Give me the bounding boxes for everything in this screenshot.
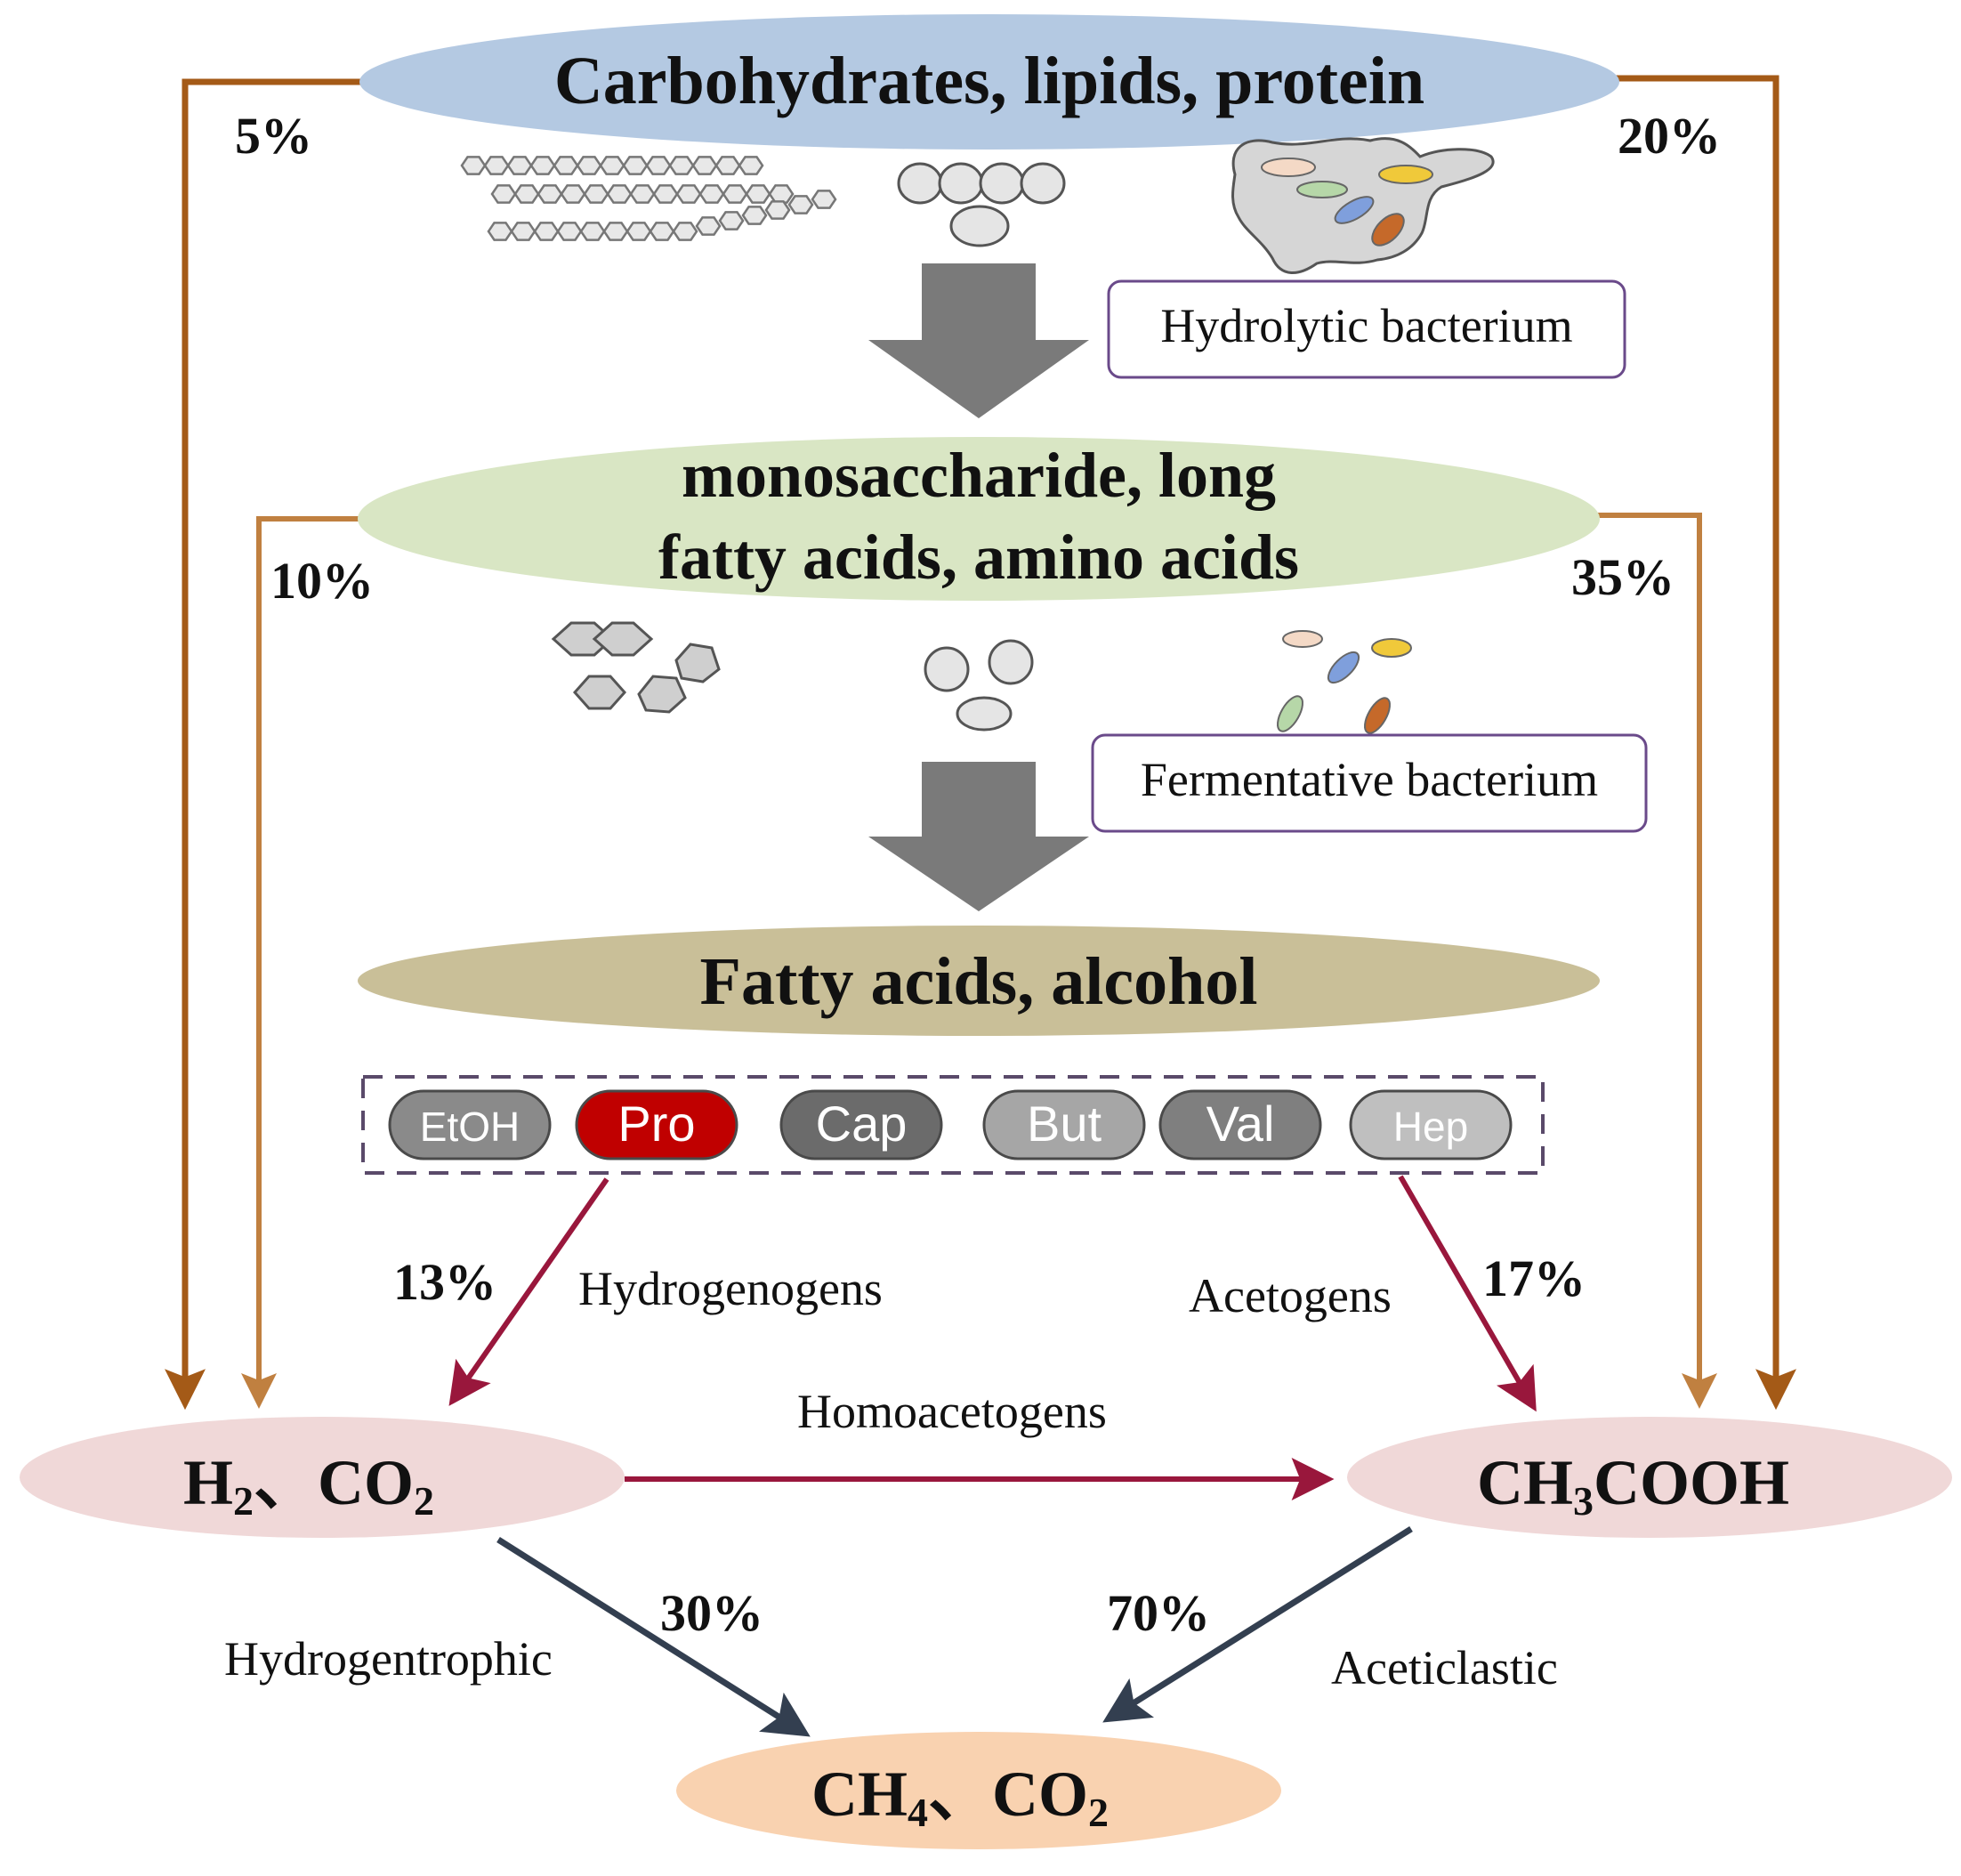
pct-70: 70% (1107, 1584, 1210, 1642)
inner-left-arrow-10pct (241, 516, 365, 1409)
pct-35: 35% (1571, 548, 1675, 606)
methane-co2-subscript: 2 (1088, 1790, 1109, 1835)
acid-pill-hep: Hep (1349, 1089, 1513, 1160)
ch4-symbol: CH (811, 1759, 908, 1830)
acid-pill-label: Val (1206, 1096, 1275, 1152)
fatty-acid-icon (924, 639, 1034, 732)
acid-pill-val: Val (1158, 1089, 1322, 1160)
pct-10: 10% (270, 552, 374, 610)
hydrogenogens-label: Hydrogenogens (578, 1262, 883, 1315)
h2-subscript: 2 (233, 1478, 254, 1524)
pct-17: 17% (1482, 1249, 1586, 1307)
acid-pill-label: EtOH (420, 1104, 520, 1150)
hydrolytic-bacterium-box: Hydrolytic bacterium (1107, 279, 1626, 379)
middle-stage-ellipse (358, 437, 1600, 601)
monosaccharide-icon (551, 621, 721, 714)
methane-ellipse (676, 1732, 1281, 1849)
cooh-symbol: COOH (1594, 1447, 1789, 1518)
lower-stage-ellipse (358, 926, 1600, 1036)
ch4-subscript: 4 (908, 1790, 928, 1835)
fermentative-bacterium-label: Fermentative bacterium (1141, 753, 1598, 806)
aceticlastic-arrow (1102, 1526, 1413, 1723)
lower-stage-label: Fatty acids, alcohol (700, 944, 1258, 1019)
hydrogentrophic-arrow (496, 1537, 811, 1737)
middle-stage-label-line1: monosaccharide, long (682, 440, 1276, 511)
acid-pill-cap: Cap (779, 1089, 943, 1160)
inner-right-arrow-35pct (1597, 513, 1717, 1409)
pct-20: 20% (1618, 107, 1721, 165)
methane-label: CH4、CO2 (811, 1759, 1109, 1835)
outer-left-arrow-5pct (165, 78, 365, 1411)
methane-co2-symbol: 、CO (928, 1759, 1088, 1830)
acetic-acid-label: CH3COOH (1477, 1447, 1789, 1524)
h2-co2-ellipse (20, 1417, 625, 1538)
protein-cell-icon (1231, 137, 1495, 274)
ch-symbol: CH (1477, 1447, 1573, 1518)
acid-pill-label: Cap (816, 1096, 908, 1152)
amino-acid-icon (1277, 630, 1412, 734)
outer-right-arrow-20pct (1615, 75, 1796, 1411)
middle-stage-label-line2: fatty acids, amino acids (658, 522, 1299, 593)
acid-pill-label: But (1027, 1096, 1102, 1152)
hydrogenogen-arrow (448, 1177, 609, 1406)
acid-group-dashed-box (361, 1075, 1545, 1175)
hydrolytic-bacterium-label: Hydrolytic bacterium (1160, 299, 1572, 352)
fermentation-down-arrow (868, 762, 1089, 911)
acid-pill-etoh: EtOH (388, 1089, 552, 1160)
aceticlastic-label: Aceticlastic (1331, 1641, 1558, 1694)
ch3-subscript: 3 (1573, 1478, 1594, 1524)
acid-pill-group: EtOH Pro Cap But Val Hep (388, 1089, 1513, 1160)
co2-subscript: 2 (414, 1478, 434, 1524)
lipid-cluster-icon (897, 162, 1066, 247)
top-stage-label: Carbohydrates, lipids, protein (554, 44, 1424, 118)
co2-symbol: 、CO (254, 1447, 414, 1518)
pct-13: 13% (393, 1253, 496, 1311)
acid-pill-label: Pro (617, 1096, 695, 1152)
acid-pill-label: Hep (1393, 1104, 1468, 1150)
hydrolysis-down-arrow (868, 263, 1089, 418)
acetogen-arrow (1398, 1175, 1537, 1412)
hydrogentrophic-label: Hydrogentrophic (224, 1632, 553, 1686)
h2-symbol: H (183, 1447, 233, 1518)
acid-pill-but: But (982, 1089, 1146, 1160)
homoacetogens-label: Homoacetogens (797, 1385, 1107, 1438)
polysaccharide-chain-icon (460, 156, 837, 241)
h2-co2-label: H2、CO2 (183, 1447, 434, 1524)
fermentative-bacterium-box: Fermentative bacterium (1091, 733, 1648, 833)
acetic-acid-ellipse (1347, 1417, 1952, 1538)
acid-pill-pro: Pro (575, 1089, 738, 1160)
acetogens-label: Acetogens (1189, 1269, 1392, 1322)
top-stage-ellipse (359, 14, 1619, 150)
pct-5: 5% (235, 107, 312, 165)
pct-30: 30% (660, 1584, 763, 1642)
